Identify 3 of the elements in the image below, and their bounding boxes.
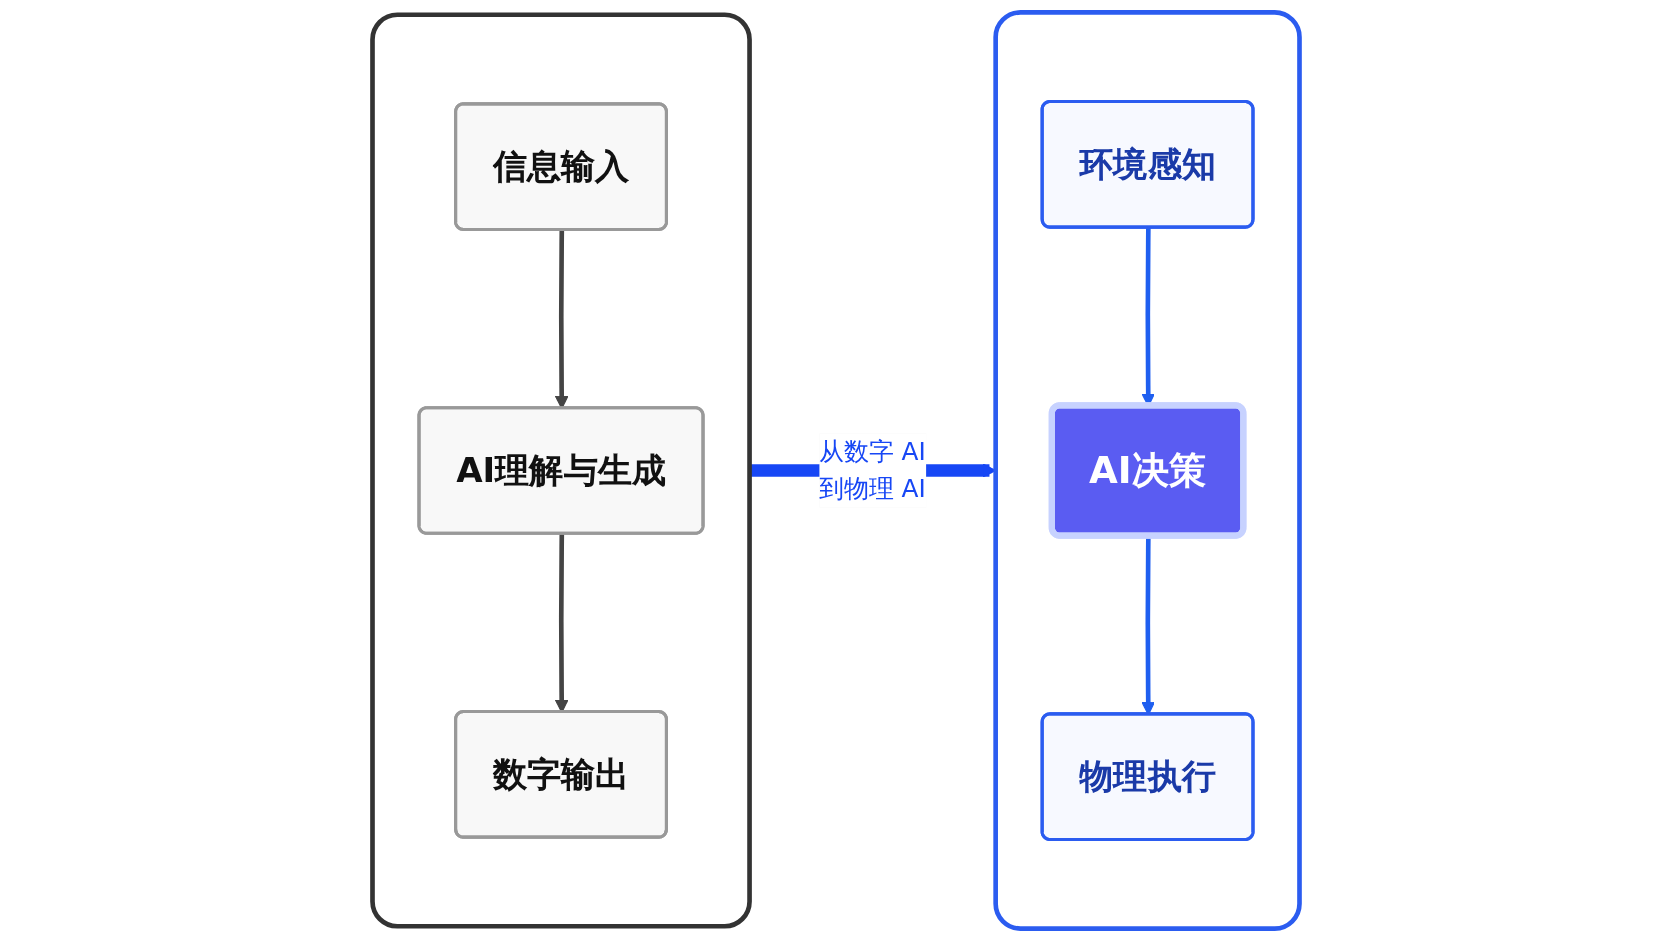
cluster [370,12,752,929]
cluster [993,10,1302,931]
edge-label: 从数字 AI 到物理 AI [819,436,926,504]
